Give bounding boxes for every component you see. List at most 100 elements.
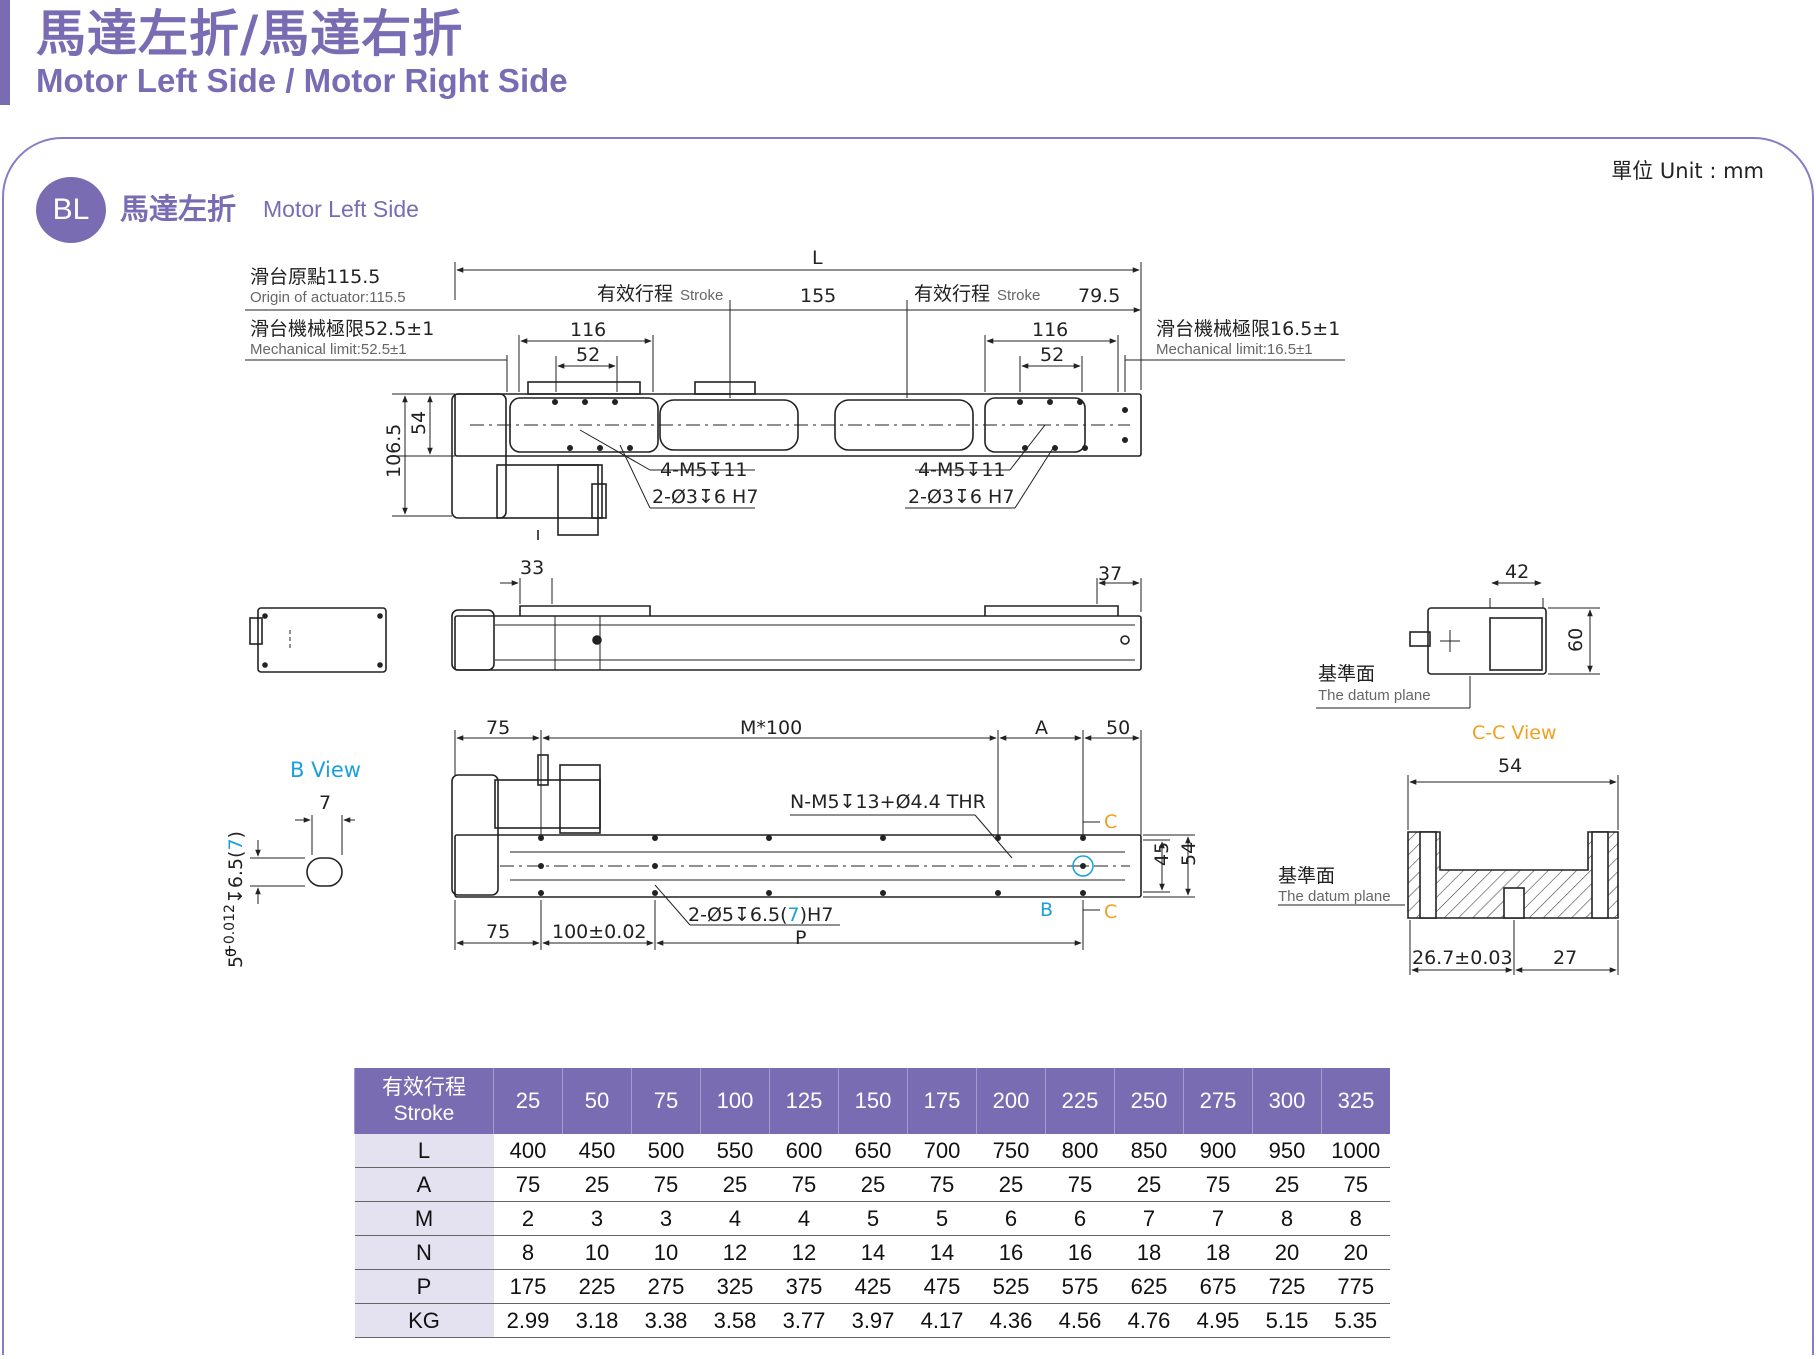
dim-pitch: 100±0.02: [552, 921, 647, 943]
table-cell: 7: [1114, 1201, 1184, 1236]
table-cell: 800: [1045, 1134, 1115, 1168]
header-accent-bar: [0, 0, 10, 105]
page-title-en: Motor Left Side / Motor Right Side: [36, 62, 568, 99]
dim-42: 42: [1505, 561, 1529, 583]
cc-view-title: C-C View: [1472, 722, 1557, 744]
section-title-zh: 馬達左折: [120, 192, 237, 226]
datum-label-en: The datum plane: [1318, 687, 1431, 704]
table-cell: 700: [907, 1134, 977, 1168]
table-cell: 75: [1321, 1167, 1390, 1202]
table-cell: 475: [907, 1269, 977, 1304]
table-cell: 4.17: [907, 1303, 977, 1338]
stroke-label-right-zh: 有效行程: [914, 283, 990, 305]
hole-callout-pin-right: 2-Ø3↧6 H7: [908, 486, 1014, 508]
hole-callout-m5-left: 4-M5↧11: [660, 459, 748, 481]
table-cell: 550: [700, 1134, 770, 1168]
table-cell: 18: [1183, 1235, 1253, 1270]
table-cell: 16: [1045, 1235, 1115, 1270]
table-cell: 775: [1321, 1269, 1390, 1304]
dim-75-bottom: 75: [486, 921, 510, 943]
table-cell: 10: [562, 1235, 632, 1270]
table-cell: 1000: [1321, 1134, 1390, 1168]
b-view-depth-tol-lower: 0: [224, 948, 240, 957]
table-cell: 25: [562, 1167, 632, 1202]
stroke-col: 275: [1183, 1068, 1253, 1134]
stroke-header: 有效行程 Stroke: [354, 1068, 494, 1134]
row-label: L: [354, 1134, 494, 1168]
table-cell: 25: [838, 1167, 908, 1202]
spec-table-header-row: 有效行程 Stroke 25 50 75 100 125 150 175 200…: [354, 1068, 1390, 1134]
dim-P: P: [795, 927, 806, 949]
stroke-col: 300: [1252, 1068, 1322, 1134]
datum-label-zh: 基準面: [1318, 663, 1375, 685]
dim-52-right: 52: [1040, 344, 1064, 366]
dim-33: 33: [520, 557, 544, 579]
table-cell: 500: [631, 1134, 701, 1168]
stroke-col: 50: [562, 1068, 632, 1134]
stroke-label-left-zh: 有效行程: [597, 283, 673, 305]
table-cell: 3.58: [700, 1303, 770, 1338]
table-cell: 850: [1114, 1134, 1184, 1168]
dim-L: L: [812, 247, 823, 269]
stroke-col: 75: [631, 1068, 701, 1134]
row-label: P: [354, 1269, 494, 1304]
bottom-view: [451, 730, 1195, 950]
table-cell: 650: [838, 1134, 908, 1168]
table-cell: 275: [631, 1269, 701, 1304]
table-cell: 14: [907, 1235, 977, 1270]
table-cell: 3: [562, 1201, 632, 1236]
pin-holes-callout: 2-Ø5↧6.5(7)H7: [688, 904, 833, 926]
b-view-depth: 5+0.012↧6.5(7): [222, 831, 247, 968]
dim-37: 37: [1098, 563, 1122, 585]
stroke-col: 200: [976, 1068, 1046, 1134]
table-cell: 575: [1045, 1269, 1115, 1304]
row-label: A: [354, 1167, 494, 1202]
table-cell: 12: [700, 1235, 770, 1270]
b-view: [250, 815, 355, 904]
row-label: M: [354, 1201, 494, 1236]
stroke-header-en: Stroke: [393, 1102, 455, 1125]
table-cell: 25: [700, 1167, 770, 1202]
page-title-zh: 馬達左折/馬達右折: [36, 5, 464, 63]
table-cell: 5: [838, 1201, 908, 1236]
table-cell: 3.77: [769, 1303, 839, 1338]
stroke-col: 325: [1321, 1068, 1390, 1134]
table-cell: 6: [976, 1201, 1046, 1236]
table-cell: 4: [700, 1201, 770, 1236]
end-view: [1316, 580, 1600, 709]
table-cell: 325: [700, 1269, 770, 1304]
dim-155: 155: [800, 285, 836, 307]
stroke-col: 250: [1114, 1068, 1184, 1134]
row-label: KG: [354, 1303, 494, 1338]
table-cell: 4.36: [976, 1303, 1046, 1338]
b-view-marker: B: [1040, 899, 1053, 921]
side-view: [249, 578, 1142, 673]
cc-datum-label-zh: 基準面: [1278, 865, 1335, 887]
table-cell: 75: [769, 1167, 839, 1202]
section-badge: BL: [36, 177, 106, 243]
table-cell: 2.99: [493, 1303, 563, 1338]
stroke-header-zh: 有效行程: [382, 1076, 466, 1099]
table-cell: 75: [907, 1167, 977, 1202]
cc-dim-27: 27: [1553, 947, 1577, 969]
stroke-col: 125: [769, 1068, 839, 1134]
b-view-dim-7: 7: [319, 792, 331, 814]
table-cell: 8: [493, 1235, 563, 1270]
table-cell: 16: [976, 1235, 1046, 1270]
dim-106-5: 106.5: [383, 424, 405, 478]
stroke-col: 150: [838, 1068, 908, 1134]
table-cell: 3.38: [631, 1303, 701, 1338]
dim-60: 60: [1565, 628, 1587, 652]
b-view-marker-circle: [1072, 855, 1094, 877]
table-cell: 400: [493, 1134, 563, 1168]
cc-dim-54: 54: [1498, 755, 1522, 777]
dim-54-top: 54: [408, 411, 430, 435]
cc-dim-26-7: 26.7±0.03: [1412, 947, 1513, 969]
drawing-panel: [2, 137, 1814, 1355]
